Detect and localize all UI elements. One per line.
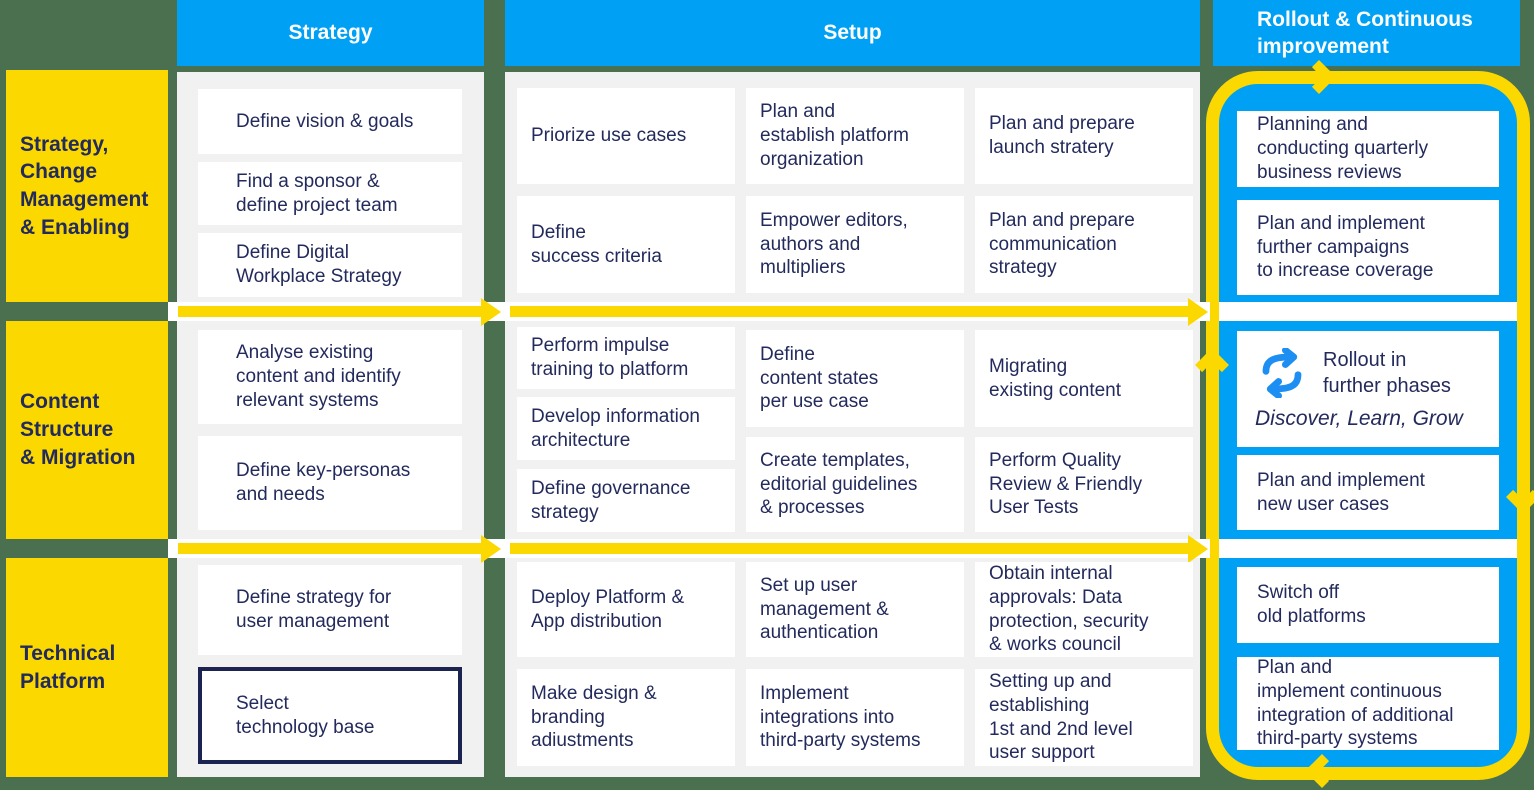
task-card: Define strategy for user management (198, 565, 462, 655)
arrowhead-icon (481, 297, 501, 326)
task-card: Plan and prepare communication strategy (975, 196, 1193, 293)
task-card: Plan and prepare launch stratery (975, 88, 1193, 184)
cycle-card-title: Rollout in further phases (1323, 349, 1451, 397)
task-card: Set up user management & authentication (746, 562, 964, 657)
task-card: Priorize use cases (517, 88, 735, 184)
task-card: Define governance strategy (517, 469, 735, 532)
task-card: Plan and implement new user cases (1237, 455, 1499, 530)
task-card: Perform Quality Review & Friendly User T… (975, 437, 1193, 532)
refresh-cycle-icon (1255, 348, 1309, 398)
arrowhead-icon (1188, 297, 1208, 326)
task-card-rollout-phases: Rollout in further phases Discover, Lear… (1237, 331, 1499, 447)
task-card: Setting up and establishing 1st and 2nd … (975, 669, 1193, 766)
task-card: Find a sponsor & define project team (198, 162, 462, 225)
task-card: Plan and implement continuous integratio… (1237, 657, 1499, 750)
flow-arrow-right-icon (510, 534, 1208, 563)
row-divider-band-rollout (1219, 539, 1517, 558)
task-card: Empower editors, authors and multipliers (746, 196, 964, 293)
arrowhead-icon (1188, 534, 1208, 563)
task-card: Implement integrations into third-party … (746, 669, 964, 766)
task-card: Switch off old platforms (1237, 567, 1499, 643)
task-card: Migrating existing content (975, 330, 1193, 427)
row-label-content-structure-migration: Content Structure & Migration (6, 321, 168, 539)
task-card: Define Digital Workplace Strategy (198, 233, 462, 297)
column-header-rollout: Rollout & Continuous improvement (1213, 0, 1520, 66)
arrowhead-icon (481, 534, 501, 563)
task-card: Plan and implement further campaigns to … (1237, 200, 1499, 295)
task-card: Define vision & goals (198, 89, 462, 154)
task-card: Make design & branding adiustments (517, 669, 735, 766)
task-card: Obtain internal approvals: Data protecti… (975, 562, 1193, 657)
row-label-technical-platform: Technical Platform (6, 558, 168, 777)
task-card: Develop information architecture (517, 397, 735, 460)
row-divider-band-rollout (1219, 302, 1517, 321)
cycle-card-subtitle: Discover, Learn, Grow (1255, 407, 1463, 430)
column-header-setup: Setup (505, 0, 1200, 66)
task-card-selected-technology-base: Select technology base (198, 667, 462, 764)
task-card: Define content states per use case (746, 330, 964, 427)
task-card: Create templates, editorial guidelines &… (746, 437, 964, 532)
flow-arrow-right-icon (178, 534, 501, 563)
flow-arrow-right-icon (510, 297, 1208, 326)
task-card: Define key-personas and needs (198, 436, 462, 530)
task-card: Perform impulse training to platform (517, 327, 735, 389)
task-card: Plan and establish platform organization (746, 88, 964, 184)
flow-arrow-right-icon (178, 297, 501, 326)
column-header-strategy: Strategy (177, 0, 484, 66)
row-label-strategy-change-management: Strategy, Change Management & Enabling (6, 70, 168, 302)
task-card: Define success criteria (517, 196, 735, 293)
task-card: Analyse existing content and identify re… (198, 330, 462, 424)
task-card: Deploy Platform & App distribution (517, 562, 735, 657)
task-card: Planning and conducting quarterly busine… (1237, 111, 1499, 187)
